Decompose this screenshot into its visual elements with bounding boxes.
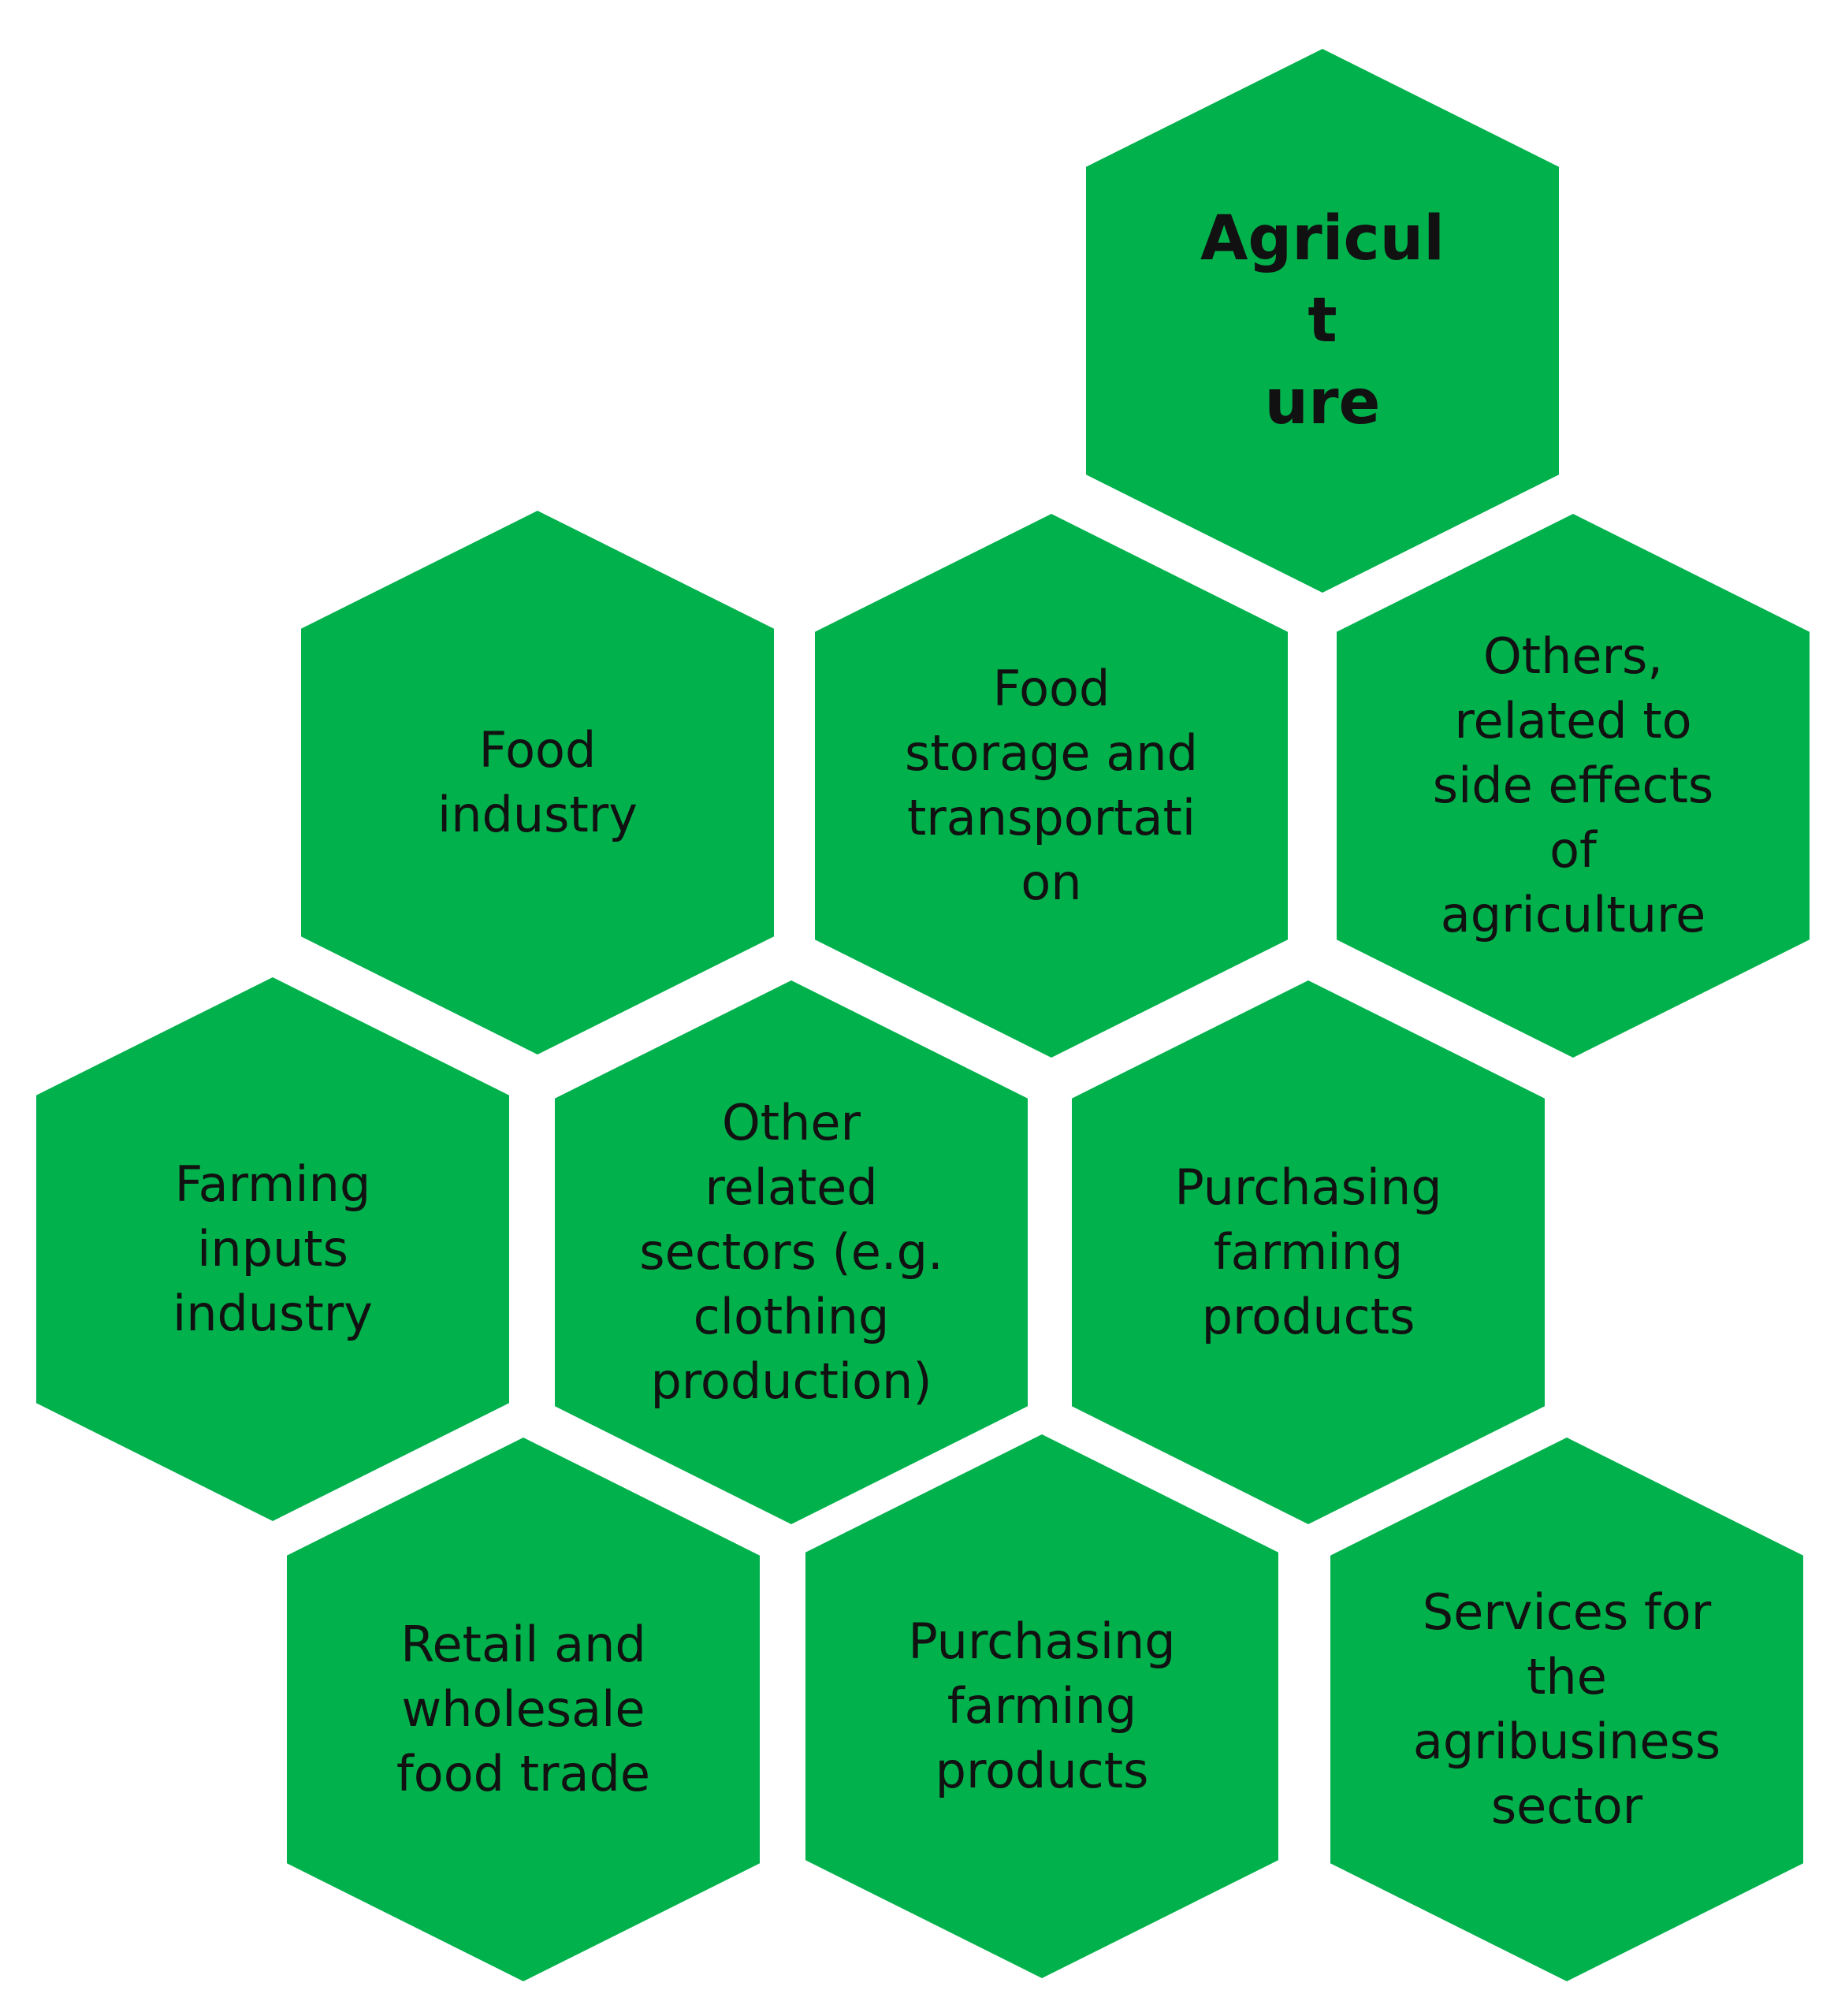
hex-purchasing-farming-products-1: Purchasing farming products (1072, 980, 1545, 1524)
hex-purchasing-farming-products-2: Purchasing farming products (805, 1434, 1278, 1978)
hex-label-food-industry: Food industry (437, 721, 638, 843)
hex-label-agriculture: Agricult ure (1200, 203, 1445, 438)
hex-services-agribusiness: Services for the agribusiness sector (1330, 1438, 1803, 1981)
hex-label-purchasing-2: Purchasing farming products (908, 1612, 1176, 1799)
hex-other-related-sectors: Other related sectors (e.g. clothing pro… (555, 980, 1028, 1524)
hex-label-food-storage: Food storage and transportati on (905, 660, 1198, 911)
hex-agriculture: Agricult ure (1086, 49, 1559, 593)
hex-label-retail-wholesale: Retail and wholesale food trade (396, 1616, 651, 1802)
hex-others-side-effects: Others, related to side effects of agric… (1337, 514, 1810, 1058)
hex-label-farming-inputs: Farming inputs industry (173, 1155, 373, 1342)
hex-food-industry: Food industry (301, 511, 774, 1054)
hex-label-others-side-effects: Others, related to side effects of agric… (1432, 627, 1714, 943)
hex-retail-wholesale: Retail and wholesale food trade (287, 1438, 760, 1981)
hex-farming-inputs: Farming inputs industry (36, 977, 509, 1521)
hex-food-storage: Food storage and transportati on (815, 514, 1288, 1058)
hex-label-purchasing-1: Purchasing farming products (1174, 1159, 1442, 1345)
hex-label-services-agribusiness: Services for the agribusiness sector (1412, 1583, 1721, 1835)
hex-label-other-related-sectors: Other related sectors (e.g. clothing pro… (639, 1094, 943, 1410)
